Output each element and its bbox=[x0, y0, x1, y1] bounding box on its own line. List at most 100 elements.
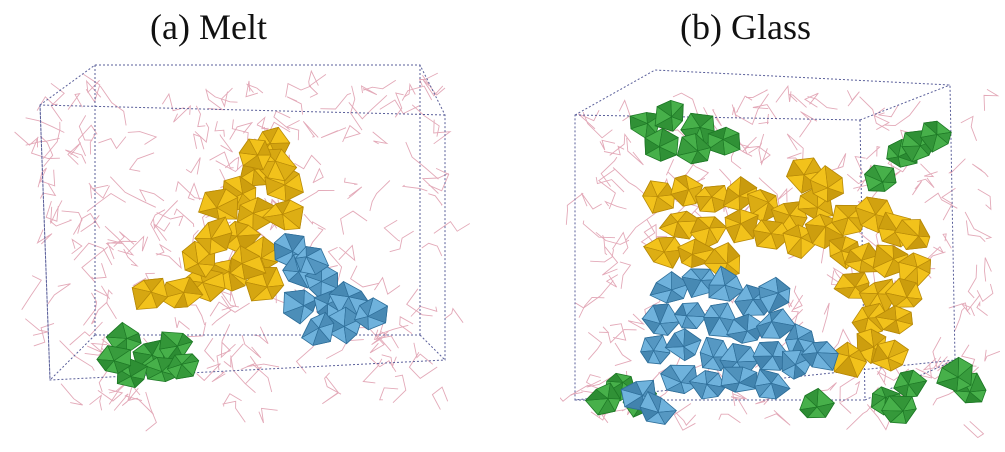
polyhedron-edge bbox=[700, 127, 715, 132]
polyhedron-edge bbox=[770, 222, 783, 234]
network-bond bbox=[145, 391, 157, 432]
network-bond bbox=[422, 78, 444, 97]
network-bond bbox=[369, 180, 391, 212]
polyhedron-edge bbox=[640, 350, 654, 353]
polyhedron-edge bbox=[292, 236, 305, 252]
network-bond bbox=[85, 79, 102, 98]
polyhedron-edge bbox=[685, 175, 689, 190]
polyhedron-edge bbox=[692, 249, 715, 255]
polyhedron-edge bbox=[671, 104, 684, 118]
network-bond bbox=[582, 111, 613, 139]
network-bond bbox=[582, 220, 616, 239]
polyhedron-edge bbox=[202, 272, 223, 283]
polyhedron-edge bbox=[736, 346, 751, 363]
network-bond bbox=[21, 275, 42, 311]
polyhedron-edge bbox=[878, 228, 898, 231]
network-bond bbox=[91, 263, 107, 279]
polyhedron-edge bbox=[807, 406, 818, 418]
network-bond bbox=[128, 152, 155, 172]
polyhedron-edge bbox=[906, 235, 919, 250]
polyhedron-edge bbox=[663, 237, 675, 253]
network-bond bbox=[411, 104, 440, 137]
polyhedron-edge bbox=[309, 281, 322, 289]
polyhedron-edge bbox=[711, 196, 716, 213]
network-bond bbox=[156, 212, 184, 227]
network-bond bbox=[401, 184, 428, 192]
polyhedron-edge bbox=[680, 382, 685, 394]
polyhedron-edge bbox=[683, 339, 702, 347]
network-bond bbox=[106, 289, 117, 320]
polyhedron-edge bbox=[842, 274, 856, 288]
polyhedron-edge bbox=[829, 240, 842, 252]
polyhedron-edge bbox=[735, 382, 740, 393]
network-bond bbox=[205, 89, 238, 103]
polyhedron-edge bbox=[721, 382, 740, 386]
polyhedron-edge bbox=[248, 138, 258, 156]
network-bond bbox=[807, 96, 838, 110]
network-bond bbox=[640, 219, 656, 246]
polyhedron-edge bbox=[282, 214, 300, 229]
polyhedron-edge bbox=[677, 150, 698, 156]
polyhedron-edge bbox=[156, 357, 163, 372]
network-bond bbox=[230, 355, 256, 394]
network-bond bbox=[50, 82, 65, 122]
network-bond bbox=[285, 120, 300, 141]
network-bond bbox=[372, 131, 389, 145]
polyhedron-edge bbox=[877, 344, 889, 359]
polyhedron-edge bbox=[777, 292, 789, 303]
polyhedron-edge bbox=[898, 262, 918, 268]
polyhedron-edge bbox=[841, 241, 858, 252]
polyhedron-edge bbox=[872, 258, 894, 269]
polyhedron-edge bbox=[969, 391, 982, 403]
polyhedron-edge bbox=[957, 376, 972, 386]
polyhedron-edge bbox=[768, 195, 777, 203]
network-bond bbox=[320, 127, 347, 139]
polyhedron-edge bbox=[782, 364, 796, 372]
polyhedron-edge bbox=[786, 174, 804, 177]
polyhedron-edge bbox=[181, 360, 199, 365]
polyhedron-edge bbox=[739, 382, 757, 389]
polyhedron-edge bbox=[275, 148, 282, 162]
network-bond bbox=[104, 225, 135, 256]
network-bond bbox=[45, 200, 59, 222]
polyhedron-edge bbox=[902, 408, 917, 412]
network-bond bbox=[578, 109, 600, 130]
polyhedron-edge bbox=[700, 269, 711, 281]
network-bond bbox=[286, 96, 304, 115]
polyhedron-edge bbox=[183, 276, 191, 293]
network-bond bbox=[433, 220, 470, 234]
network-bond bbox=[595, 177, 625, 193]
polyhedron-edge bbox=[733, 319, 748, 332]
polyhedron-edge bbox=[659, 303, 669, 324]
network-bond bbox=[673, 403, 696, 431]
polyhedron-edge bbox=[787, 237, 802, 254]
polyhedron-edge bbox=[266, 286, 273, 300]
polyhedron-edge bbox=[646, 112, 648, 124]
polyhedron-edge bbox=[860, 214, 876, 226]
polyhedron-edge bbox=[654, 116, 672, 127]
polyhedron-edge bbox=[799, 406, 818, 410]
polyhedron-edge bbox=[965, 391, 971, 403]
network-bond bbox=[204, 337, 215, 362]
polyhedron-edge bbox=[893, 384, 909, 389]
polyhedron-edge bbox=[167, 364, 182, 370]
network-bond bbox=[294, 154, 322, 170]
polyhedron-edge bbox=[894, 231, 919, 237]
polyhedron-edge bbox=[771, 383, 777, 399]
polyhedron-edge bbox=[343, 281, 349, 297]
network-bond bbox=[225, 156, 240, 170]
polyhedron-edge bbox=[367, 316, 369, 330]
polyhedron-edge bbox=[674, 314, 687, 317]
network-bond bbox=[803, 92, 819, 108]
polyhedron-edge bbox=[270, 142, 290, 144]
polyhedron-edge bbox=[262, 131, 271, 144]
polyhedron-edge bbox=[896, 320, 913, 325]
network-bond bbox=[156, 243, 172, 256]
polyhedron-edge bbox=[957, 357, 959, 378]
polyhedron-edge bbox=[817, 352, 839, 354]
network-bond bbox=[89, 134, 96, 155]
network-bond bbox=[792, 285, 803, 311]
polyhedron-edge bbox=[644, 137, 660, 148]
polyhedron-edge bbox=[282, 270, 299, 273]
polyhedron-edge bbox=[824, 226, 826, 249]
